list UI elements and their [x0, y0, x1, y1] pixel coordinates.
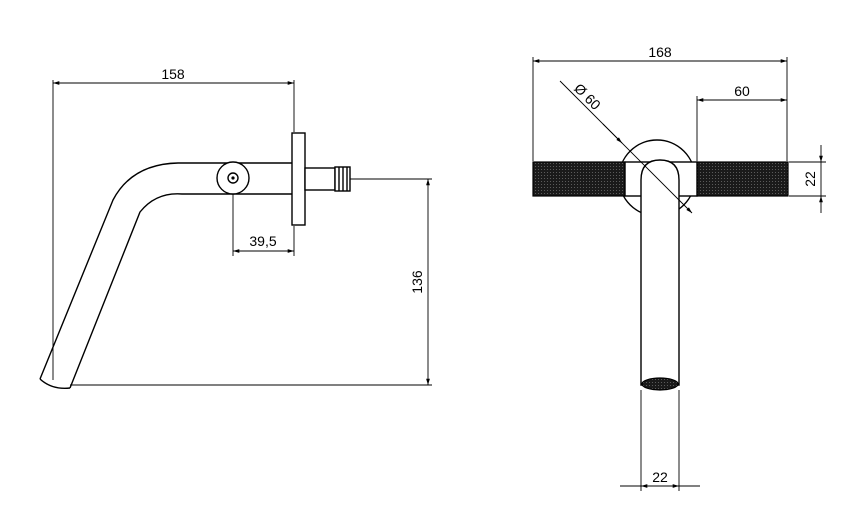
dim-dia-60-arrow-in [602, 123, 623, 144]
dim-label-39-5: 39,5 [249, 233, 276, 249]
dim-label-158: 158 [161, 66, 185, 82]
dim-label-22-diameter: 22 [652, 469, 668, 485]
handle-right [696, 161, 789, 197]
dim-label-136: 136 [409, 270, 425, 294]
dim-label-60: 60 [734, 83, 750, 99]
spout-outlet [39, 378, 71, 389]
front-spout-outlet [641, 377, 679, 391]
spout-tube-inner [69, 193, 296, 389]
dim-dia-60-line [559, 80, 693, 214]
side-knob-center [231, 176, 235, 180]
side-knob-ring [227, 172, 239, 184]
dim-label-22-height: 22 [802, 171, 818, 187]
side-view: 158 136 39,5 [39, 66, 432, 389]
front-spout [640, 159, 680, 386]
front-view: 168 60 Ø 60 22 22 [532, 44, 826, 491]
spout-tube-outer [39, 162, 296, 380]
connector-stub [304, 167, 336, 191]
handle-left [532, 161, 626, 197]
dim-label-168: 168 [648, 44, 672, 60]
wall-flange [291, 132, 306, 226]
